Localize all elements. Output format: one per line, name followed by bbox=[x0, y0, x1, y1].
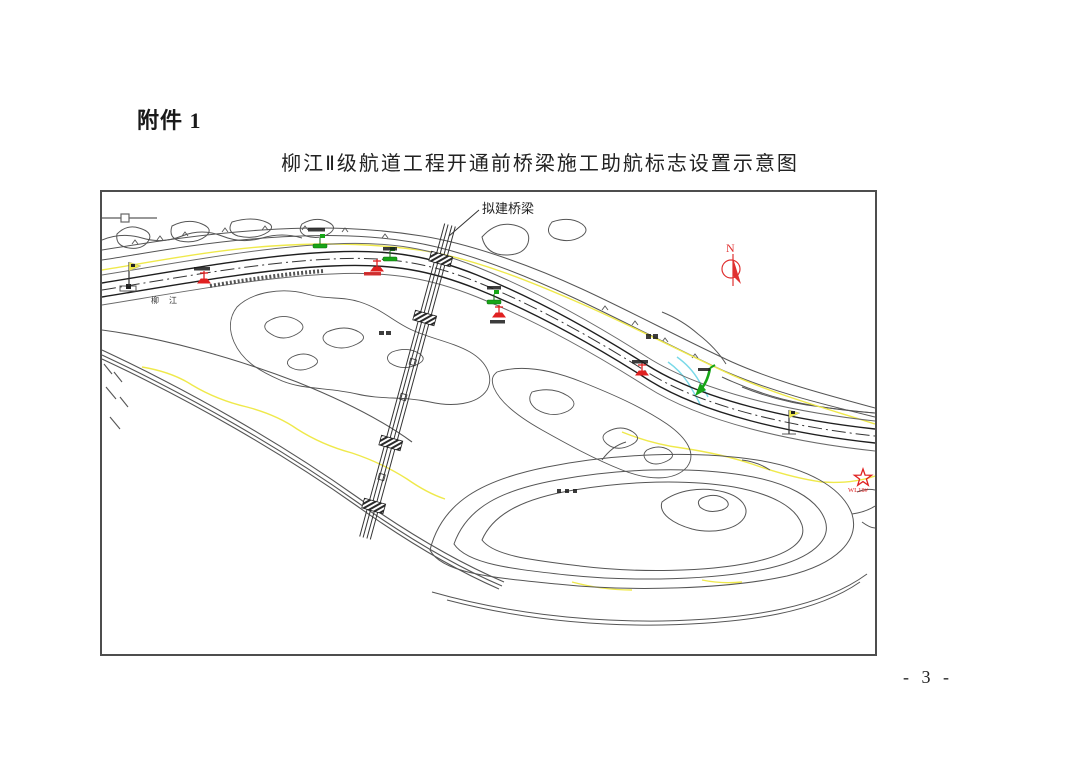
north-label: N bbox=[726, 241, 735, 255]
river-name-label: 柳 江 bbox=[151, 295, 181, 305]
vegetation-ticks bbox=[131, 225, 699, 359]
proposed-bridge bbox=[359, 209, 480, 540]
red-beacon bbox=[197, 271, 211, 284]
north-arrow-icon: N bbox=[721, 241, 741, 286]
red-beacon bbox=[492, 305, 506, 318]
proposed-bridge-label: 拟建桥梁 bbox=[482, 201, 534, 216]
bridge-leader-line bbox=[448, 209, 480, 237]
page-number: - 3 - bbox=[903, 667, 953, 687]
bank-flag-left bbox=[119, 261, 142, 292]
corner-reference-mark bbox=[102, 213, 157, 223]
red-beacon bbox=[370, 259, 384, 272]
red-beacons bbox=[197, 259, 649, 376]
schematic-map: N bbox=[100, 190, 877, 656]
lower-island-contours bbox=[429, 441, 875, 626]
embankment-road bbox=[102, 329, 505, 590]
red-beacon bbox=[635, 363, 649, 376]
attachment-label: 附件 1 bbox=[137, 108, 202, 133]
station-mark-label: WL18# bbox=[848, 487, 869, 494]
green-buoy bbox=[486, 290, 502, 305]
yellow-bank-lines bbox=[102, 243, 875, 591]
page-title: 柳江Ⅱ级航道工程开通前桥梁施工助航标志设置示意图 bbox=[281, 153, 799, 175]
illegible-labels bbox=[194, 228, 710, 493]
shoal-contours bbox=[230, 290, 692, 479]
green-buoy bbox=[312, 234, 328, 249]
river-chart-svg: N bbox=[102, 201, 875, 626]
bridge-piers bbox=[361, 250, 454, 515]
bank-flag-right bbox=[782, 409, 801, 435]
red-star-mark bbox=[852, 467, 874, 487]
navigation-channel bbox=[102, 242, 875, 452]
